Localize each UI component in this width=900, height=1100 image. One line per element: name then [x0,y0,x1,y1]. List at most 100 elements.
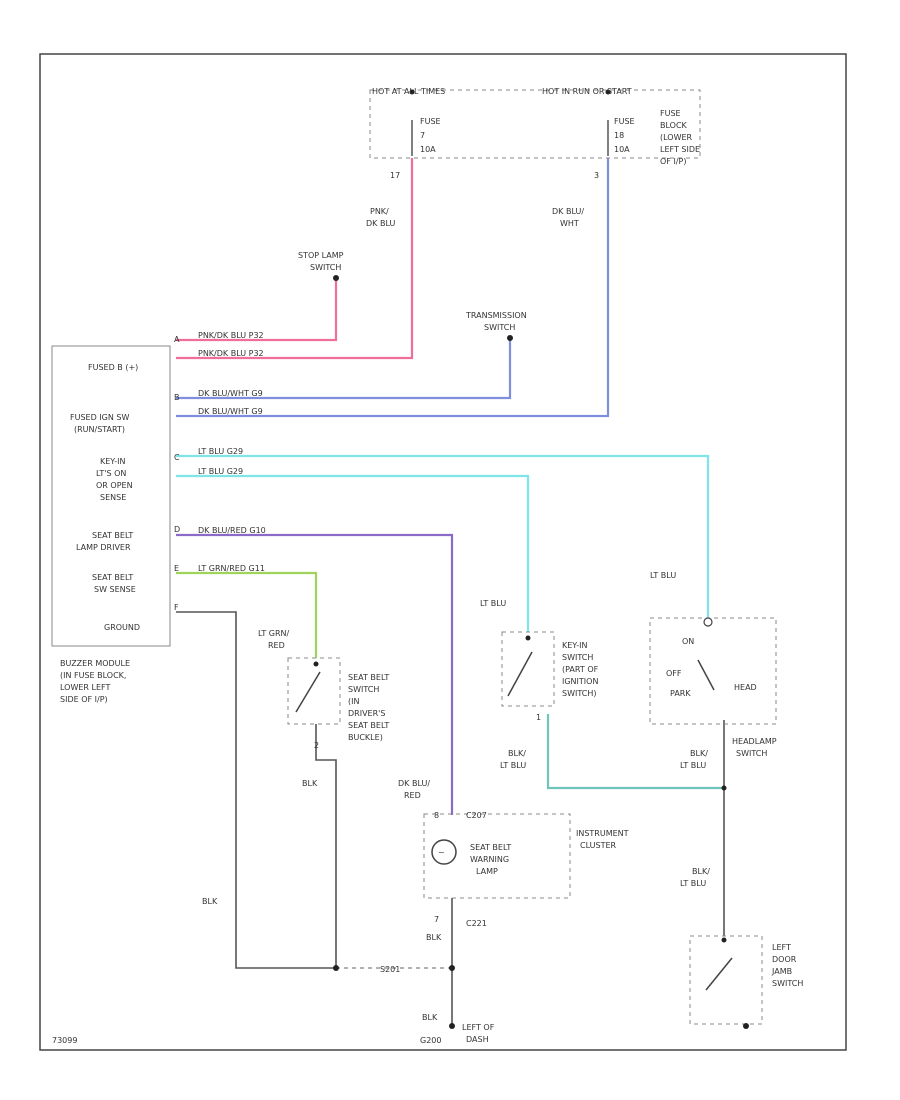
fuse-7-top-dot [409,89,415,95]
wire-fuse7-to-module [176,158,414,360]
fuse-block-left-header: HOT AT ALL TIMES [372,87,445,96]
wire-label-row3b: LT BLU G29 [198,467,243,476]
fuse-18-top-dot [605,89,611,95]
wire-stop-lamp [176,278,338,342]
cluster-connector-top: C207 [466,811,487,820]
fuse-7-pin: 17 [390,171,400,180]
wire-seat-belt-sense [176,571,318,658]
splice-label: S201 [380,965,400,974]
transmission-switch-terminal [507,335,513,341]
key-in-switch-box [501,631,555,707]
ground-id: G200 [420,1036,441,1045]
key-in-switch-label: KEY-IN SWITCH (PART OF IGNITION SWITCH) [562,641,601,698]
ground-terminal [449,1023,455,1029]
fuse-block-location: FUSE BLOCK (LOWER LEFT SIDE OF I/P) [660,109,703,166]
headlamp-pos-head: HEAD [734,683,757,692]
lamp-filament-glyph: ~ [438,848,445,857]
wire-ltblu-headlamp [176,454,710,618]
headlamp-pos-on: ON [682,637,694,646]
cluster-bottom-pin: 7 [434,915,439,924]
cluster-connector-bottom: C221 [466,919,487,928]
wire-label-blk-1: BLK [302,779,318,788]
splice-dot-cluster [449,965,455,971]
door-switch-contact [705,957,733,991]
buzzer-label-key-in: KEY-IN LT'S ON OR OPEN SENSE [96,457,135,502]
wire-label-pnk-dkblu: PNK/ DK BLU [366,207,395,228]
wire-label-blk-2: BLK [202,897,218,906]
wire-label-lt-grn-red: LT GRN/ RED [258,629,292,650]
buzzer-pin-f: F [174,603,179,612]
buzzer-module-box [51,345,171,647]
headlamp-pos-off: OFF [666,669,682,678]
door-switch-terminal [721,937,727,943]
buzzer-label-sw-sense: SEAT BELT SW SENSE [92,573,136,594]
fuse-18-label: FUSE 18 10A [614,117,637,154]
wire-keyin-door [546,714,724,790]
stop-lamp-switch-label: STOP LAMP SWITCH [298,251,346,272]
wire-fuse18-to-module [176,158,610,418]
headlamp-switch-terminal [703,617,713,627]
buzzer-label-fused-ign: FUSED IGN SW (RUN/START) [70,413,132,434]
wire-label-dkblu-wht: DK BLU/ WHT [552,207,587,228]
seat-belt-switch-terminal [313,661,319,667]
seat-belt-warning-lamp-label: SEAT BELT WARNING LAMP [470,843,514,876]
wire-label-blk-3: BLK [426,933,442,942]
seat-belt-switch-label: SEAT BELT SWITCH (IN DRIVER'S SEAT BELT … [348,673,392,742]
key-in-switch-terminal [525,635,531,641]
headlamp-switch-box [649,617,777,725]
door-switch-box [689,935,763,1025]
splice-dot-headlamp [721,785,727,791]
transmission-switch-label: TRANSMISSION SWITCH [465,311,529,332]
figure-id: 73099 [52,1036,77,1045]
diagram-frame [39,53,847,1051]
wire-transmission [176,340,512,400]
wire-label-blk-4: BLK [422,1013,438,1022]
wire-ltblu-keyin [176,474,530,632]
wire-label-row1b: PNK/DK BLU P32 [198,349,264,358]
headlamp-switch-label: HEADLAMP SWITCH [732,737,779,758]
wire-label-row2b: DK BLU/WHT G9 [198,407,263,416]
wire-ground-module [176,611,336,969]
key-in-switch-pin: 1 [536,713,541,722]
wire-label-lt-blu-2: LT BLU [650,571,676,580]
wire-label-blk-ltblu-2: BLK/ LT BLU [680,749,710,770]
buzzer-pin-e: E [174,564,179,573]
cluster-top-pin: 8 [434,811,439,820]
buzzer-module-name: BUZZER MODULE (IN FUSE BLOCK, LOWER LEFT… [60,659,133,704]
buzzer-label-ground: GROUND [104,623,140,632]
wire-lamp-driver [176,533,454,815]
wire-label-blk-ltblu-3: BLK/ LT BLU [680,867,712,888]
wire-label-row3a: LT BLU G29 [198,447,243,456]
fuse-block-right-header: HOT IN RUN OR START [542,87,632,96]
fuse-block-box [369,89,701,159]
headlamp-switch-contact [697,659,715,691]
dk-blu-red-label: DK BLU/ RED [398,779,433,800]
wire-label-row4: DK BLU/RED G10 [198,526,266,535]
ground-label: LEFT OF DASH [462,1023,497,1044]
instrument-cluster-box [423,813,571,899]
wire-label-row5: LT GRN/RED G11 [198,564,265,573]
door-switch-label: LEFT DOOR JAMB SWITCH [771,943,803,988]
door-switch-ground [743,1023,749,1029]
instrument-cluster-label: INSTRUMENT CLUSTER [576,829,631,850]
fuse-7-label: FUSE 7 10A [420,117,443,154]
stop-lamp-switch-terminal [333,275,339,281]
buzzer-pin-b: B [174,393,180,402]
splice-dot-left [333,965,339,971]
wire-label-row2a: DK BLU/WHT G9 [198,389,263,398]
seat-belt-switch-box [287,657,341,725]
headlamp-pos-park: PARK [670,689,691,698]
seat-belt-warning-lamp-icon [431,839,457,865]
buzzer-pin-a: A [174,335,180,344]
fuse-18-pin: 3 [594,171,599,180]
wire-label-blk-ltblu-1: BLK/ LT BLU [500,749,528,770]
buzzer-pin-c: C [174,453,180,462]
wire-label-row1a: PNK/DK BLU P32 [198,331,264,340]
seat-belt-switch-pin: 2 [314,741,319,750]
buzzer-label-fused-b: FUSED B (+) [88,363,138,372]
buzzer-pin-d: D [174,525,180,534]
wire-label-lt-blu-1: LT BLU [480,599,506,608]
buzzer-label-lamp-driver: SEAT BELT LAMP DRIVER [76,531,136,552]
